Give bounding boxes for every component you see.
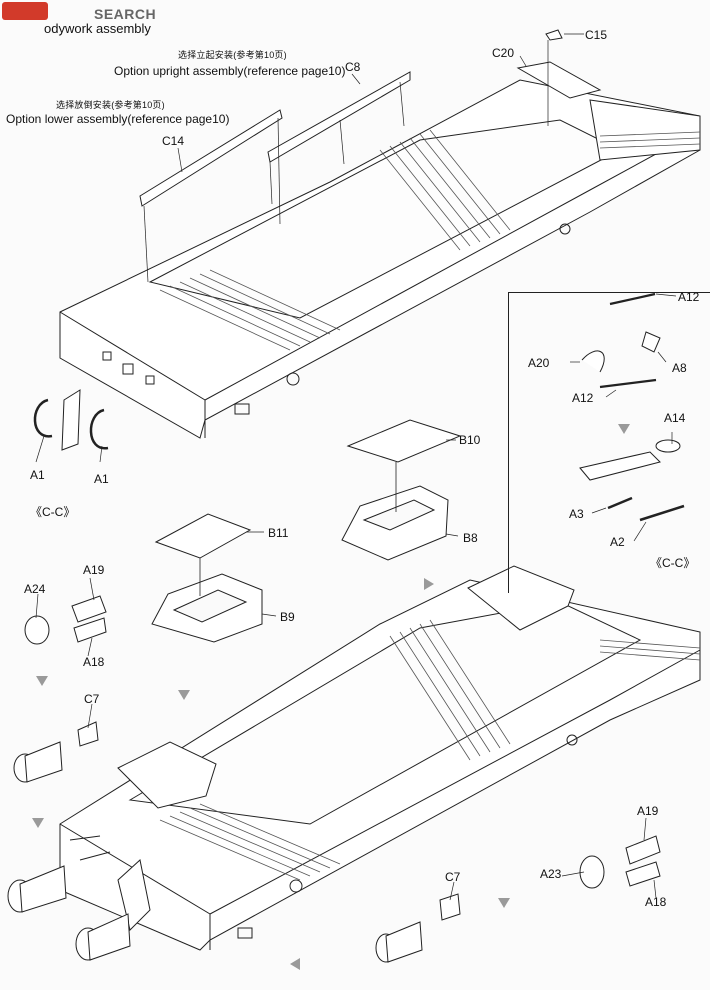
- label-a20: A20: [528, 356, 550, 370]
- label-a14: A14: [664, 411, 686, 425]
- part-a19-left: [71, 595, 107, 623]
- label-b8: B8: [463, 531, 478, 545]
- label-c7-left: C7: [84, 692, 100, 706]
- upper-hull: [59, 79, 701, 439]
- part-a19-right: [625, 835, 661, 865]
- assembly-arrows: [32, 424, 630, 970]
- label-b11: B11: [268, 526, 289, 540]
- label-a24: A24: [24, 582, 46, 596]
- label-c8: C8: [345, 60, 361, 74]
- label-c20: C20: [492, 46, 515, 60]
- detail-inset-frame: [508, 292, 710, 593]
- watermark-logo: [2, 2, 48, 20]
- label-a8: A8: [672, 361, 687, 375]
- part-c15: [545, 29, 563, 41]
- upright-note-en: Option upright assembly(reference page10…: [114, 64, 346, 78]
- label-a2: A2: [610, 535, 625, 549]
- label-a12-top: A12: [678, 290, 700, 304]
- part-c8: [267, 71, 411, 163]
- part-b11: [154, 513, 252, 559]
- watermark: SEARCH: [0, 0, 160, 22]
- view-label-cc-left: 《C-C》: [30, 505, 76, 519]
- part-a23: [579, 855, 605, 889]
- label-a19-right: A19: [637, 804, 659, 818]
- part-a1-left: [33, 398, 53, 438]
- label-a3: A3: [569, 507, 584, 521]
- label-a19-left: A19: [83, 563, 105, 577]
- label-c14: C14: [162, 134, 185, 148]
- part-a18-left: [73, 617, 107, 643]
- view-label-cc-inset: 《C-C》: [650, 556, 696, 570]
- label-b10: B10: [459, 433, 481, 447]
- part-c14: [139, 109, 283, 207]
- label-a1-right: A1: [94, 472, 109, 486]
- lower-note-cn: 选择放倒安装(参考第10页): [56, 100, 165, 110]
- watermark-search-text: SEARCH: [94, 6, 157, 22]
- label-c7-bottom: C7: [445, 870, 461, 884]
- part-c7-bottom: [439, 893, 461, 921]
- label-a18-left: A18: [83, 655, 105, 669]
- part-a24: [24, 615, 50, 645]
- lower-note-en: Option lower assembly(reference page10): [6, 112, 230, 126]
- label-a23: A23: [540, 867, 562, 881]
- part-a18-right: [625, 861, 661, 887]
- label-a1-left: A1: [30, 468, 45, 482]
- label-a18-right: A18: [645, 895, 667, 909]
- upright-note-cn: 选择立起安装(参考第10页): [178, 50, 287, 60]
- part-c7-left: [77, 721, 99, 747]
- label-c15: C15: [585, 28, 608, 42]
- part-a1-right: [89, 408, 109, 450]
- label-a12-bottom: A12: [572, 391, 594, 405]
- lower-hull: [59, 565, 701, 951]
- section-title: odywork assembly: [44, 21, 151, 36]
- inset-parts: [579, 292, 685, 522]
- part-b10: [346, 419, 462, 463]
- label-b9: B9: [280, 610, 295, 624]
- part-c20: [516, 61, 602, 99]
